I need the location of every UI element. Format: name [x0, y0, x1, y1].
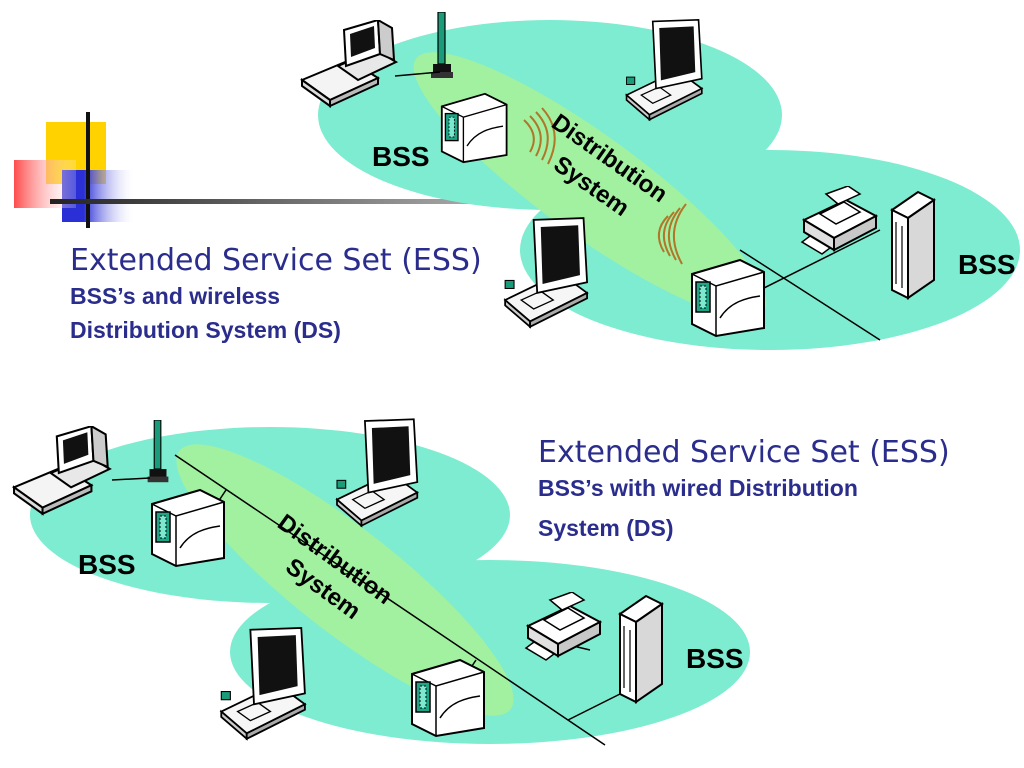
- bss-label: BSS: [78, 549, 136, 580]
- bss-label: BSS: [958, 249, 1016, 280]
- server-icon: [891, 191, 935, 299]
- diagram-subtitle: Distribution System (DS): [70, 317, 341, 343]
- diagram-title: Extended Service Set (ESS): [538, 435, 950, 470]
- top-diagram: BSS BSS Distribution System Extended Ser…: [70, 12, 1020, 350]
- wired-ds-line: [174, 454, 606, 746]
- access-point-icon: [151, 489, 225, 567]
- radio-waves-icon: [523, 107, 687, 265]
- access-point-icon: [691, 259, 765, 337]
- server-icon: [619, 595, 663, 703]
- bss-label: BSS: [372, 141, 430, 172]
- bottom-diagram: BSS BSS Distribution System Extended Ser…: [13, 418, 950, 746]
- access-point-icon: [440, 92, 508, 164]
- diagram-subtitle: System (DS): [538, 515, 673, 541]
- diagram-subtitle: BSS’s with wired Distribution: [538, 475, 858, 501]
- diagram-subtitle: BSS’s and wireless: [70, 283, 280, 309]
- access-point-icon: [411, 659, 485, 737]
- diagram-title: Extended Service Set (ESS): [70, 243, 482, 278]
- slide-decoration: [14, 112, 750, 228]
- bss-label: BSS: [686, 643, 744, 674]
